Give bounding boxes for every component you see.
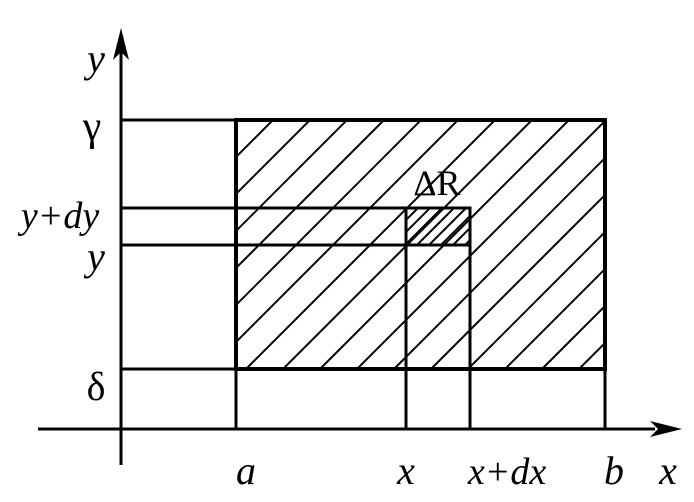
axes	[38, 40, 655, 465]
a-label: a	[236, 448, 256, 493]
hatch-line	[504, 267, 605, 369]
hatch-line	[406, 208, 431, 234]
y-plus-dy-label: y+dy	[17, 195, 100, 237]
hatch-line	[393, 156, 605, 369]
b-label: b	[604, 448, 624, 493]
element-hatching	[406, 208, 470, 245]
gamma-label: γ	[82, 104, 102, 150]
guide-lines	[121, 118, 607, 429]
x-plus-dx-label: x+dx	[467, 451, 547, 493]
x-axis-label: x	[658, 448, 677, 493]
hatch-line	[236, 120, 311, 196]
hatch-line	[440, 214, 470, 245]
region-rectangle	[234, 118, 607, 371]
hatch-line	[356, 120, 605, 369]
hatch-line	[406, 208, 419, 222]
hatch-line	[428, 208, 467, 245]
hatch-line	[578, 341, 605, 369]
hatch-line	[430, 193, 605, 369]
y-axis-label: y	[83, 36, 105, 81]
x-label: x	[396, 448, 415, 493]
y-axis-arrow-icon	[113, 28, 129, 60]
x-axis-arrow-icon	[650, 421, 682, 437]
hatch-line	[541, 304, 605, 369]
hatch-line	[467, 230, 605, 369]
hatch-line	[416, 208, 455, 245]
hatch-line	[236, 120, 348, 233]
element-rectangle	[404, 206, 472, 247]
hatch-line	[452, 226, 470, 245]
hatch-line	[406, 208, 443, 245]
delta-r-label: ΔR	[413, 163, 460, 203]
delta-label: δ	[87, 364, 106, 409]
y-label: y	[83, 234, 105, 279]
